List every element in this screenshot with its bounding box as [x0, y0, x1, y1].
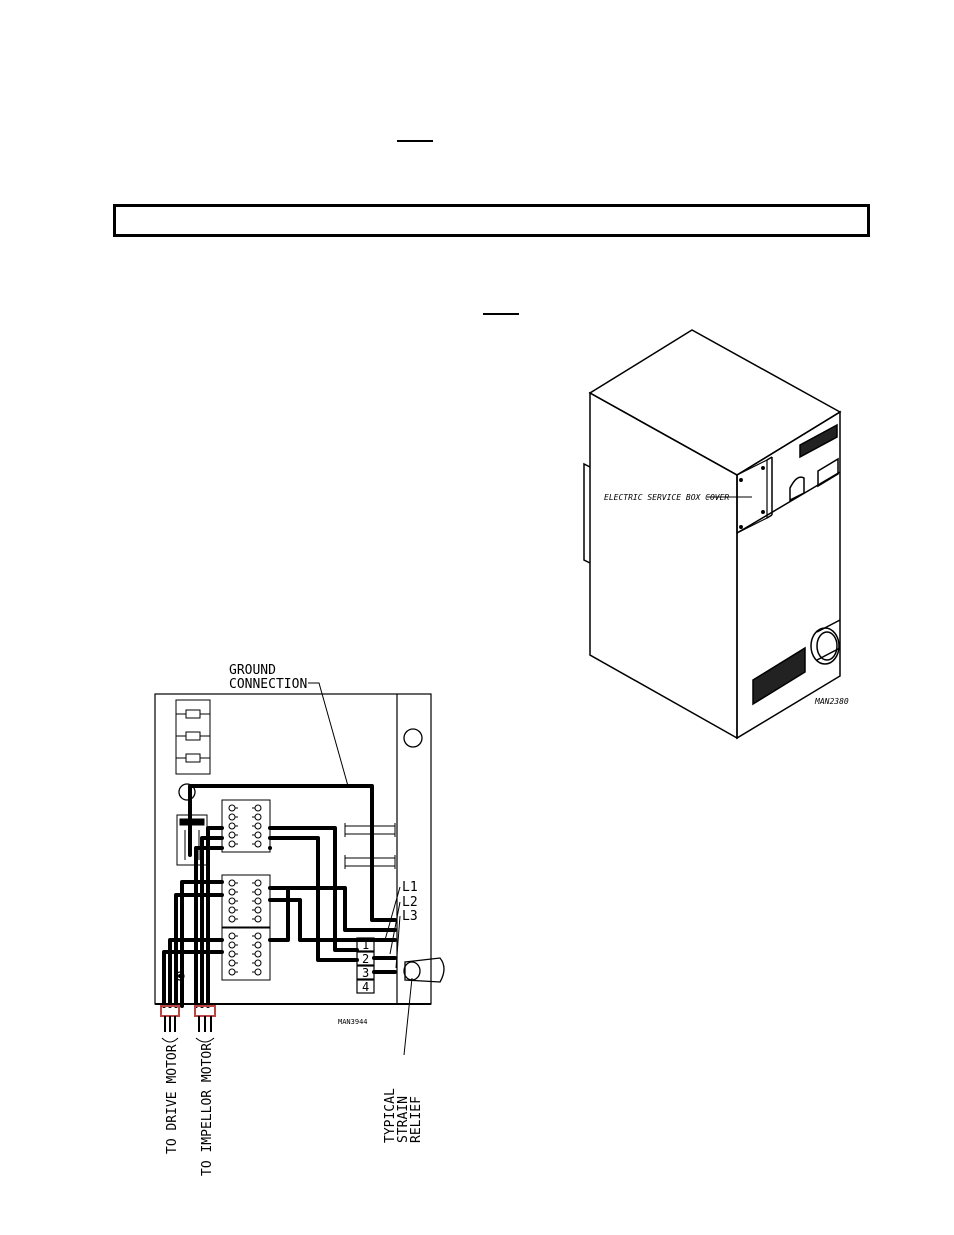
cabinet-opening	[817, 457, 839, 488]
strain-relief-leader	[403, 977, 413, 1056]
l2-leader	[389, 901, 401, 955]
contactor-terminal	[228, 804, 236, 812]
drive-motor-bracket	[161, 1037, 179, 1043]
impellor-motor-leads	[194, 1005, 216, 1032]
section-banner	[113, 204, 870, 237]
terminal-2: 2	[362, 952, 369, 966]
cabinet-panel-seam	[736, 471, 841, 534]
contactor-terminal	[228, 915, 236, 923]
contactor-terminal	[228, 941, 236, 949]
contactor-terminal	[228, 822, 236, 830]
terminal-4: 4	[362, 980, 369, 994]
cabinet-drawing-number: MAN2380	[814, 697, 849, 706]
contactor-terminal	[254, 941, 262, 949]
contactor-terminal	[254, 959, 262, 967]
contactor-terminal	[228, 959, 236, 967]
contactor-terminal	[254, 822, 262, 830]
l3-leader	[395, 915, 401, 969]
header-rule-2	[483, 313, 519, 315]
strain-relief-label-3: RELIEF	[409, 1096, 424, 1143]
knockout-hole	[403, 728, 423, 748]
contactor-terminal	[228, 932, 236, 940]
impellor-motor-bracket	[195, 1037, 215, 1043]
cabinet-drawing	[583, 329, 842, 740]
l1-leader	[384, 886, 401, 941]
contactor-terminal	[228, 879, 236, 887]
contactor-terminal	[228, 813, 236, 821]
contactor-terminal	[228, 840, 236, 848]
contactor-terminal	[254, 906, 262, 914]
ground-leader	[308, 682, 349, 787]
fuse-block	[175, 699, 211, 775]
lower-vent-grille	[752, 646, 806, 706]
contactor-terminal	[228, 906, 236, 914]
contactor-terminal	[254, 831, 262, 839]
l3-label: L3	[402, 909, 418, 924]
to-impellor-motor-label: TO IMPELLOR MOTOR	[200, 1043, 215, 1176]
terminal-1: 1	[362, 938, 369, 952]
cabinet-side	[736, 410, 841, 740]
wiring-harness	[162, 784, 397, 1008]
drive-motor-leads	[160, 1005, 180, 1032]
l1-label: L1	[402, 880, 418, 895]
contactor-terminal	[228, 897, 236, 905]
contactor-terminal	[228, 968, 236, 976]
cabinet-callout-label: ELECTRIC SERVICE BOX COVER	[604, 493, 729, 502]
contactor-terminal	[254, 915, 262, 923]
wiring-drawing-number: MAN3944	[338, 1018, 368, 1026]
strain-relief-label-2: STRAIN	[396, 1096, 411, 1143]
ground-stud	[178, 783, 196, 801]
to-drive-motor-label: TO DRIVE MOTOR	[165, 1044, 180, 1154]
ground-label-line1: GROUND	[229, 663, 276, 678]
contactor-terminal	[228, 888, 236, 896]
contactor-terminal	[228, 831, 236, 839]
electric-box	[154, 682, 445, 1056]
contactor-terminal	[254, 888, 262, 896]
contactor-terminal	[254, 804, 262, 812]
contactor-terminal	[254, 840, 262, 848]
contactor-terminal	[254, 968, 262, 976]
contactor-terminal	[254, 813, 262, 821]
contactor-terminals	[228, 804, 262, 976]
contactor-terminal	[254, 897, 262, 905]
contactor-terminal	[254, 879, 262, 887]
contactor-terminal	[254, 932, 262, 940]
cabinet-arch-opening	[789, 476, 805, 502]
cabinet-front	[589, 391, 738, 740]
terminal-3: 3	[362, 966, 369, 980]
header-rule-1	[397, 140, 433, 142]
strain-relief	[404, 957, 445, 983]
round-port	[810, 627, 840, 665]
ground-label-line2: CONNECTION	[229, 677, 307, 692]
l2-label: L2	[402, 895, 418, 910]
contactor-terminal	[254, 950, 262, 958]
contactor-terminal	[228, 950, 236, 958]
cabinet-rear-tab	[583, 462, 591, 564]
strain-relief-label-1: TYPICAL	[383, 1088, 398, 1143]
upper-vent-grille	[799, 423, 838, 459]
